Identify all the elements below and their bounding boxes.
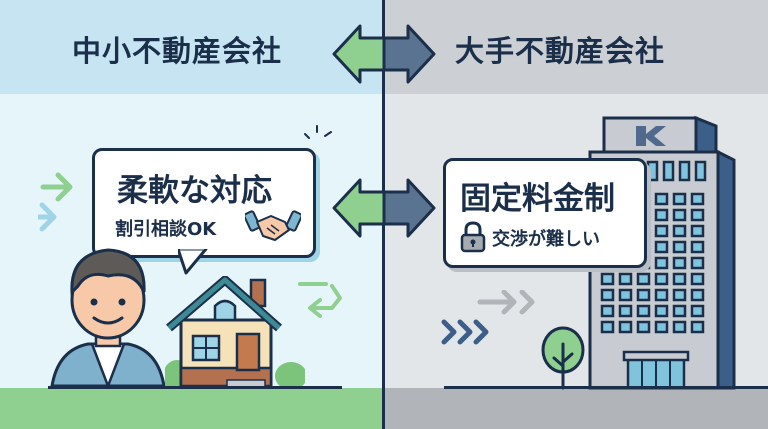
right-title: 大手不動産会社 — [455, 34, 666, 68]
arrow-right-icon — [38, 165, 78, 235]
header-right-background — [384, 0, 768, 94]
chevron-arrows-icon — [440, 290, 550, 350]
compare-arrow-icon-middle — [332, 178, 436, 238]
left-ground-line — [48, 386, 342, 389]
house-icon — [165, 276, 305, 388]
header-left-background — [0, 0, 384, 94]
building-icon — [580, 114, 750, 390]
fixed-fee-bubble: 固定料金制 交渉が難しい — [443, 158, 647, 268]
tree-icon — [540, 324, 586, 390]
compare-arrow-icon-top — [332, 24, 436, 84]
person-icon — [48, 240, 168, 390]
right-ground-line — [444, 386, 768, 389]
bubble-tail — [178, 249, 208, 275]
left-title: 中小不動産会社 — [72, 34, 283, 68]
bubble-title: 柔軟な対応 — [117, 173, 272, 209]
bubble-subtitle: 割引相談OK — [115, 219, 217, 240]
bubble-subtitle: 交渉が難しい — [492, 229, 600, 250]
swap-arrows-icon — [296, 278, 346, 324]
lock-icon — [460, 221, 486, 253]
flexible-response-bubble: 柔軟な対応 割引相談OK — [92, 148, 316, 258]
left-ground — [0, 388, 384, 429]
bubble-title: 固定料金制 — [460, 181, 615, 217]
building-logo-k — [636, 126, 666, 146]
right-ground — [384, 388, 768, 429]
sparkle-icon — [303, 124, 333, 146]
handshake-icon — [245, 206, 301, 246]
